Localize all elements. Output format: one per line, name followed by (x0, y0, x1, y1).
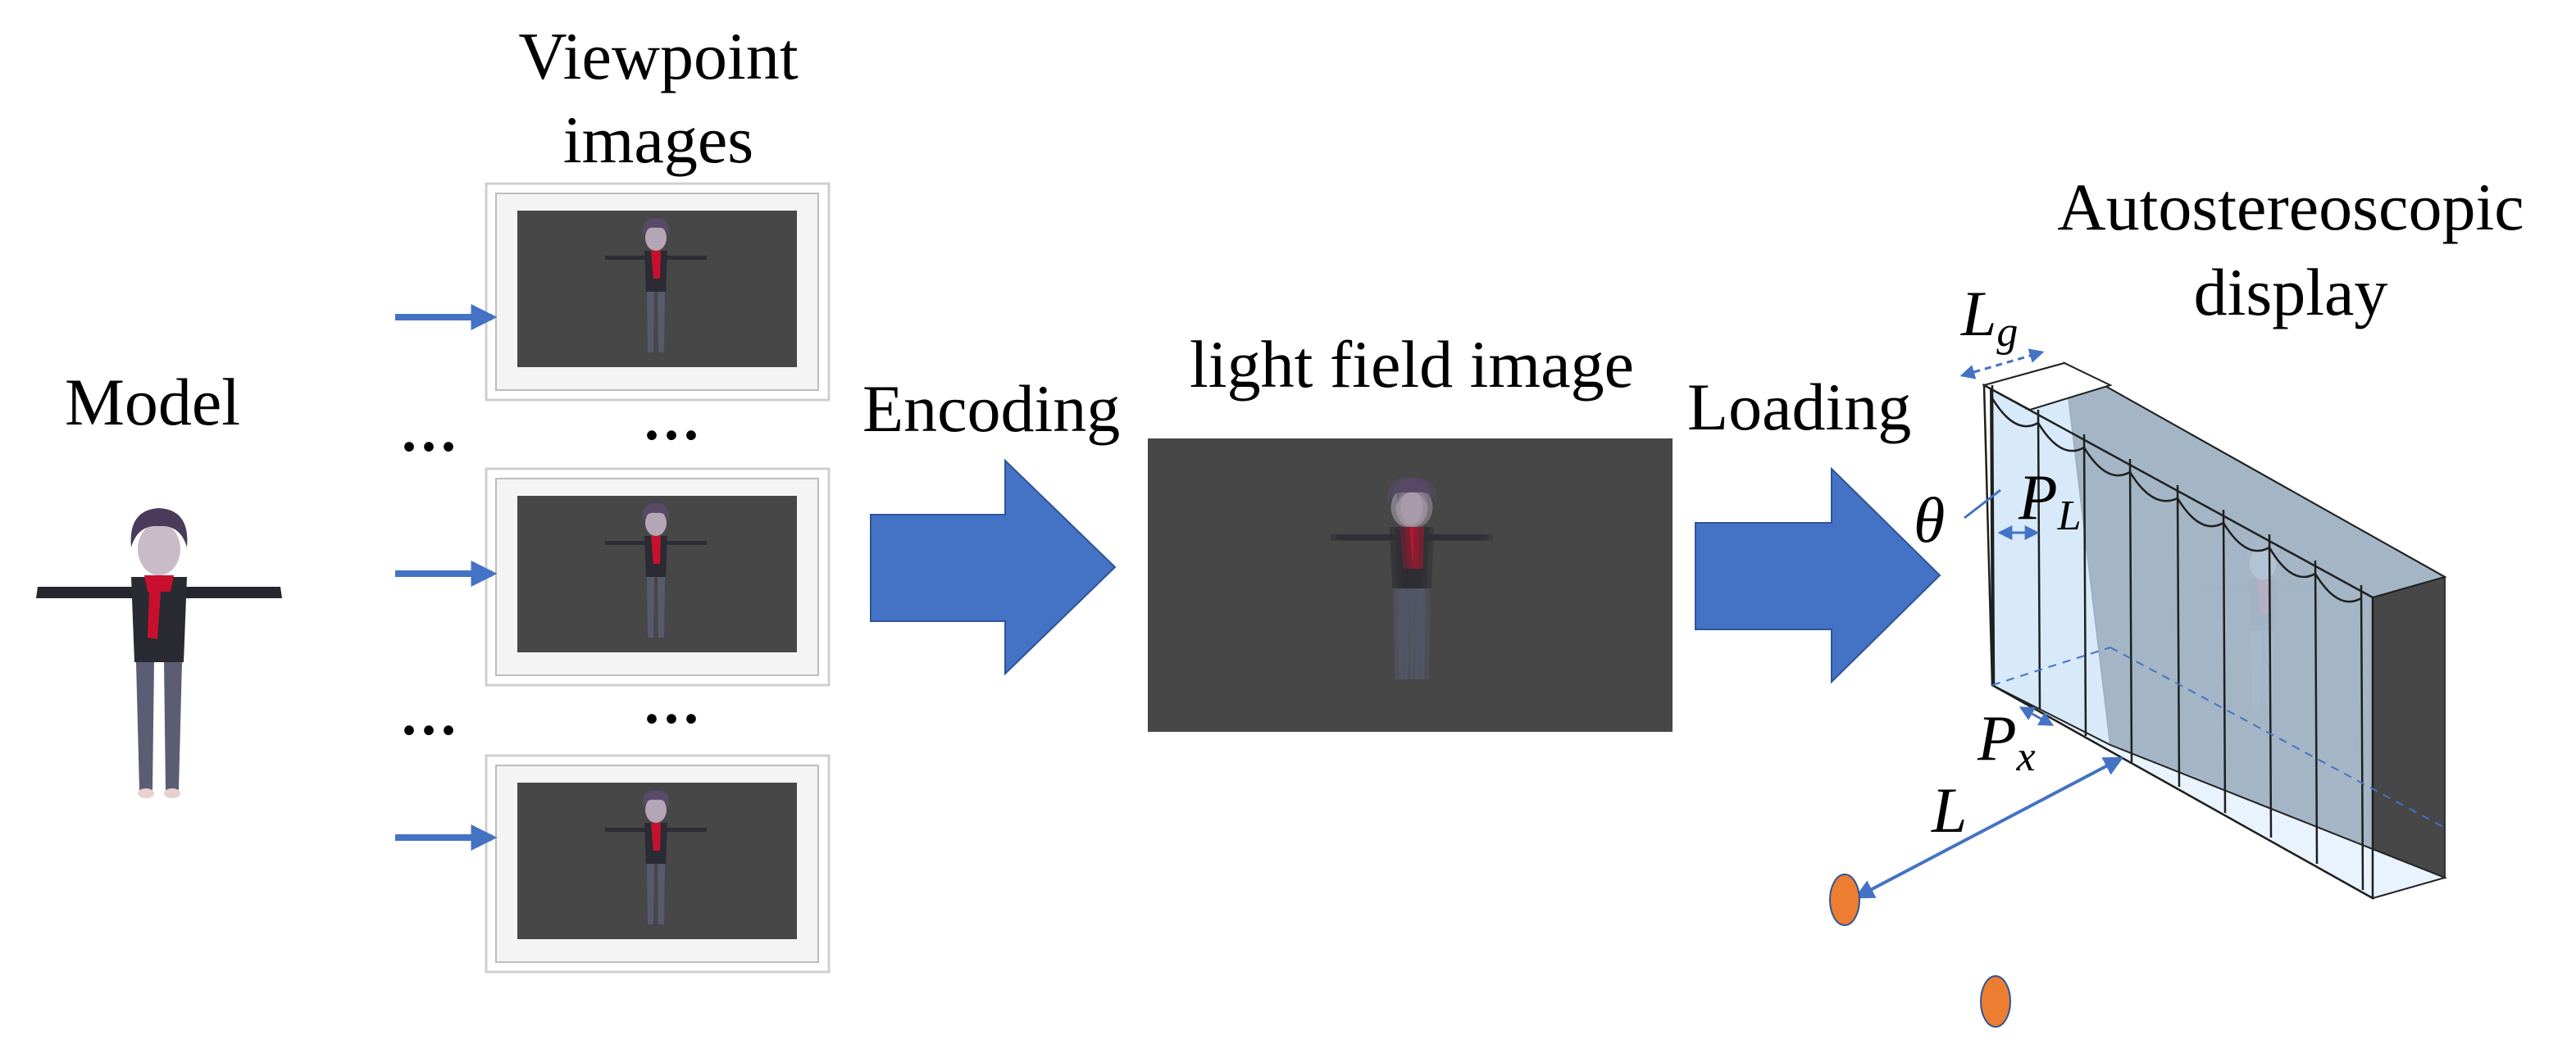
display-label-line2: display (2193, 255, 2388, 329)
model-figure (36, 508, 282, 798)
lg-dimension (1959, 348, 2045, 379)
ellipsis-right-1: ... (644, 387, 703, 452)
viewing-distance-symbol: L (1932, 774, 1968, 846)
light-field-image (1148, 438, 1673, 732)
viewpoint-label-line2: images (562, 102, 754, 177)
lg-symbol: Lg (1961, 278, 2018, 356)
display-label-line1: Autostereoscopic (2057, 170, 2524, 244)
viewing-distance-arrow (1854, 756, 2124, 899)
viewer-eye-left (1829, 874, 1860, 926)
px-symbol: Px (1978, 702, 2036, 780)
theta-symbol: θ (1914, 484, 1946, 556)
viewpoint-image-1 (485, 182, 831, 402)
loading-arrow (1695, 466, 1941, 684)
ellipsis-right-2: ... (644, 670, 703, 736)
viewpoint-label-line1: Viewpoint (518, 19, 799, 93)
light-field-label: light field image (1190, 327, 1634, 402)
encoding-label: Encoding (862, 371, 1121, 446)
viewpoint-image-2 (485, 467, 831, 687)
viewpoint-image-3 (485, 754, 831, 974)
encoding-arrow (870, 458, 1117, 676)
loading-label: Loading (1687, 370, 1912, 444)
theta-pointer (1964, 488, 2001, 520)
ellipsis-left-2: ... (402, 682, 461, 747)
viewer-eye-right (1980, 975, 2011, 1028)
autostereoscopic-display (1982, 361, 2448, 901)
model-label: Model (64, 365, 241, 439)
ellipsis-left-1: ... (402, 398, 461, 464)
pl-symbol: PL (2018, 461, 2082, 539)
px-dimension (2018, 706, 2055, 726)
